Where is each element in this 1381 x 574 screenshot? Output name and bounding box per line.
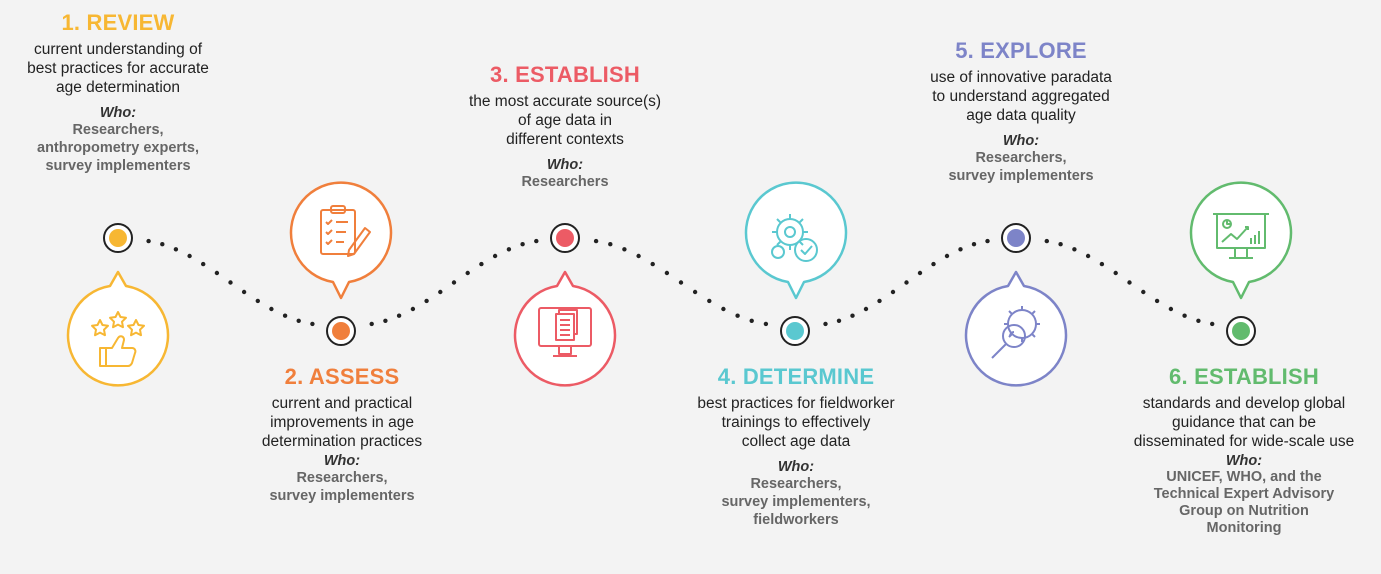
step-2-node-dot xyxy=(332,322,350,340)
step-1-node xyxy=(103,223,133,253)
step-1-pin xyxy=(62,270,174,387)
step-4-pin xyxy=(740,181,852,300)
step-6-title: 6. ESTABLISH xyxy=(1169,364,1319,389)
clipboard-pencil-icon xyxy=(289,181,393,300)
gear-magnifier-icon xyxy=(964,270,1068,387)
step-1-node-dot xyxy=(109,229,127,247)
step-2-who-label: Who: xyxy=(323,453,361,469)
step-5-title: 5. EXPLORE xyxy=(955,38,1087,63)
step-4-description: best practices for fieldworker trainings… xyxy=(697,395,895,450)
step-2-pin xyxy=(285,181,397,300)
step-2-description: current and practical improvements in ag… xyxy=(261,395,423,450)
step-4-text: 4. DETERMINE best practices for fieldwor… xyxy=(668,364,924,529)
step-5-who: Researchers, survey implementers xyxy=(948,150,1094,184)
step-6-node-dot xyxy=(1232,322,1250,340)
step-3-pin xyxy=(509,270,621,387)
step-1-who: Researchers, anthropometry experts, surv… xyxy=(37,122,199,174)
step-4-who-label: Who: xyxy=(777,459,815,475)
thumbs-up-stars-icon xyxy=(66,270,170,387)
step-2-node xyxy=(326,316,356,346)
step-5-node-dot xyxy=(1007,229,1025,247)
step-3-node-dot xyxy=(556,229,574,247)
step-5-text: 5. EXPLORE use of innovative paradata to… xyxy=(906,38,1136,185)
step-6-text: 6. ESTABLISH standards and develop globa… xyxy=(1108,364,1380,537)
step-2-title: 2. ASSESS xyxy=(284,364,400,389)
presentation-chart-icon xyxy=(1189,181,1293,300)
step-4-title: 4. DETERMINE xyxy=(717,364,875,389)
step-6-who: UNICEF, WHO, and the Technical Expert Ad… xyxy=(1153,469,1335,536)
step-6-pin xyxy=(1185,181,1297,300)
step-3-who-label: Who: xyxy=(546,157,584,173)
step-4-node xyxy=(780,316,810,346)
step-1-who-label: Who: xyxy=(99,105,137,121)
step-1-text: 1. REVIEW current understanding of best … xyxy=(0,10,236,175)
step-3-description: the most accurate source(s) of age data … xyxy=(468,93,662,148)
gears-check-icon xyxy=(744,181,848,300)
step-3-title: 3. ESTABLISH xyxy=(490,62,640,87)
monitor-documents-icon xyxy=(513,270,617,387)
step-2-who: Researchers, survey implementers xyxy=(269,470,415,504)
step-5-description: use of innovative paradata to understand… xyxy=(930,69,1112,124)
step-3-who: Researchers xyxy=(521,174,609,190)
step-3-text: 3. ESTABLISH the most accurate source(s)… xyxy=(448,62,682,191)
step-1-description: current understanding of best practices … xyxy=(27,41,209,96)
step-5-who-label: Who: xyxy=(1002,133,1040,149)
step-5-node xyxy=(1001,223,1031,253)
step-1-title: 1. REVIEW xyxy=(61,10,175,35)
step-4-who: Researchers, survey implementers, fieldw… xyxy=(721,476,871,528)
step-4-node-dot xyxy=(786,322,804,340)
step-6-node xyxy=(1226,316,1256,346)
step-2-text: 2. ASSESS current and practical improvem… xyxy=(226,364,458,505)
step-5-pin xyxy=(960,270,1072,387)
step-6-who-label: Who: xyxy=(1225,453,1263,469)
step-3-node xyxy=(550,223,580,253)
step-6-description: standards and develop global guidance th… xyxy=(1133,395,1355,450)
